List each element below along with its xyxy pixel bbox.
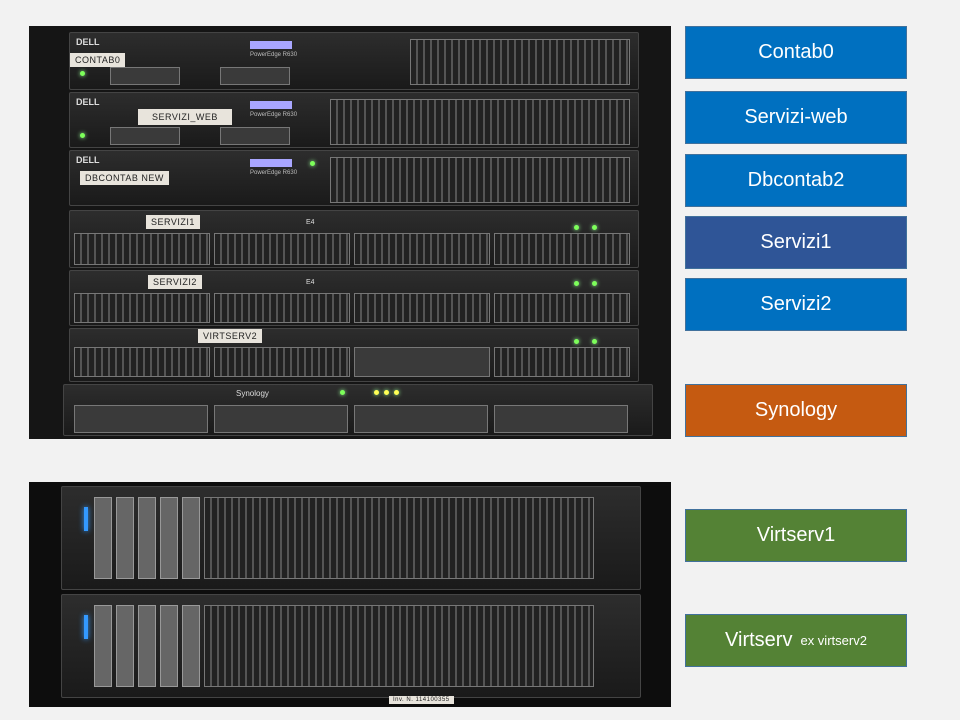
dell-logo: DELL xyxy=(76,155,100,165)
dell-logo: DELL xyxy=(76,97,100,107)
drive-bay xyxy=(220,127,290,145)
lcd-panel xyxy=(250,159,292,167)
model-label: PowerEdge R630 xyxy=(250,112,298,118)
server-tag: CONTAB0 xyxy=(70,53,126,67)
label-servizi2: Servizi2 xyxy=(685,278,907,331)
drive-caddy xyxy=(138,497,156,579)
status-led xyxy=(80,133,85,138)
label-contab0: Contab0 xyxy=(685,26,907,79)
drive-bay xyxy=(494,347,630,377)
e4-logo: E4 xyxy=(306,279,315,286)
drive-caddy xyxy=(94,605,112,687)
server-virtserv2: VIRTSERV2 xyxy=(69,328,639,382)
blank-slots xyxy=(204,497,594,579)
status-led xyxy=(340,390,345,395)
e4-logo: E4 xyxy=(306,219,315,226)
server-servizi1: SERVIZI1 E4 xyxy=(69,210,639,268)
drive-caddy xyxy=(160,605,178,687)
server-tag: SERVIZI1 xyxy=(146,215,200,229)
drive-bay xyxy=(214,347,350,377)
box-sublabel: ex virtserv2 xyxy=(800,633,867,648)
label-servizi-web: Servizi-web xyxy=(685,91,907,144)
drive-bay xyxy=(214,293,350,323)
drive-bays xyxy=(330,157,630,203)
label-dbcontab2: Dbcontab2 xyxy=(685,154,907,207)
status-led xyxy=(592,281,597,286)
status-led xyxy=(592,339,597,344)
drive-bay xyxy=(494,233,630,265)
blank-slots xyxy=(204,605,594,687)
box-label: Synology xyxy=(754,399,838,421)
status-led xyxy=(394,390,399,395)
server-tag: DBCONTAB NEW xyxy=(80,171,169,185)
status-led xyxy=(80,71,85,76)
drive-bay xyxy=(354,347,490,377)
status-led xyxy=(374,390,379,395)
label-virtserv: Virtserv ex virtserv2 xyxy=(685,614,907,667)
drive-bay xyxy=(494,293,630,323)
drive-bay xyxy=(214,405,348,433)
drive-bay xyxy=(74,293,210,323)
server-virtserv1 xyxy=(61,486,641,590)
drive-bay xyxy=(354,233,490,265)
status-led xyxy=(574,225,579,230)
server-tag: SERVIZI2 xyxy=(148,275,202,289)
model-label: PowerEdge R630 xyxy=(250,170,298,176)
label-servizi1: Servizi1 xyxy=(685,216,907,269)
drive-bay xyxy=(354,293,490,323)
box-label: Servizi-web xyxy=(744,106,848,128)
drive-bay xyxy=(74,347,210,377)
drive-bay xyxy=(214,233,350,265)
server-dbcontab: DELL PowerEdge R630 DBCONTAB NEW xyxy=(69,150,639,206)
drive-bay xyxy=(74,233,210,265)
drive-caddy xyxy=(182,497,200,579)
model-label: PowerEdge R630 xyxy=(250,52,298,58)
id-led xyxy=(84,615,88,639)
box-label: Virtserv xyxy=(725,629,793,651)
server-virtserv xyxy=(61,594,641,698)
server-tag: SERVIZI_WEB xyxy=(138,109,232,125)
drive-bays xyxy=(410,39,630,85)
asset-tag: Inv. N. 114100355 xyxy=(389,696,454,704)
drive-caddy xyxy=(182,605,200,687)
server-rack-photo-bottom: Inv. N. 114100355 xyxy=(29,482,671,707)
status-led xyxy=(574,339,579,344)
status-led xyxy=(310,161,315,166)
synology-logo: Synology xyxy=(236,389,269,398)
drive-caddy xyxy=(116,605,134,687)
box-label: Servizi1 xyxy=(760,231,832,253)
server-servizi-web: DELL PowerEdge R630 SERVIZI_WEB xyxy=(69,92,639,148)
drive-caddy xyxy=(94,497,112,579)
status-led xyxy=(384,390,389,395)
box-label: Dbcontab2 xyxy=(747,169,845,191)
server-rack-photo-top: DELL PowerEdge R630 CONTAB0 DELL PowerEd… xyxy=(29,26,671,439)
status-led xyxy=(592,225,597,230)
drive-bay xyxy=(74,405,208,433)
drive-bay xyxy=(354,405,488,433)
drive-bay xyxy=(110,127,180,145)
box-label: Virtserv1 xyxy=(756,524,836,546)
status-led xyxy=(574,281,579,286)
synology-nas: Synology xyxy=(63,384,653,436)
drive-caddy xyxy=(116,497,134,579)
drive-bay xyxy=(220,67,290,85)
drive-bay xyxy=(110,67,180,85)
lcd-panel xyxy=(250,41,292,49)
drive-caddy xyxy=(160,497,178,579)
lcd-panel xyxy=(250,101,292,109)
drive-bay xyxy=(494,405,628,433)
label-virtserv1: Virtserv1 xyxy=(685,509,907,562)
label-synology: Synology xyxy=(685,384,907,437)
id-led xyxy=(84,507,88,531)
server-contab0: DELL PowerEdge R630 CONTAB0 xyxy=(69,32,639,90)
drive-caddy xyxy=(138,605,156,687)
drive-bays xyxy=(330,99,630,145)
box-label: Contab0 xyxy=(758,41,834,63)
server-tag: VIRTSERV2 xyxy=(198,329,263,343)
server-servizi2: SERVIZI2 E4 xyxy=(69,270,639,326)
box-label: Servizi2 xyxy=(760,293,832,315)
dell-logo: DELL xyxy=(76,37,100,47)
